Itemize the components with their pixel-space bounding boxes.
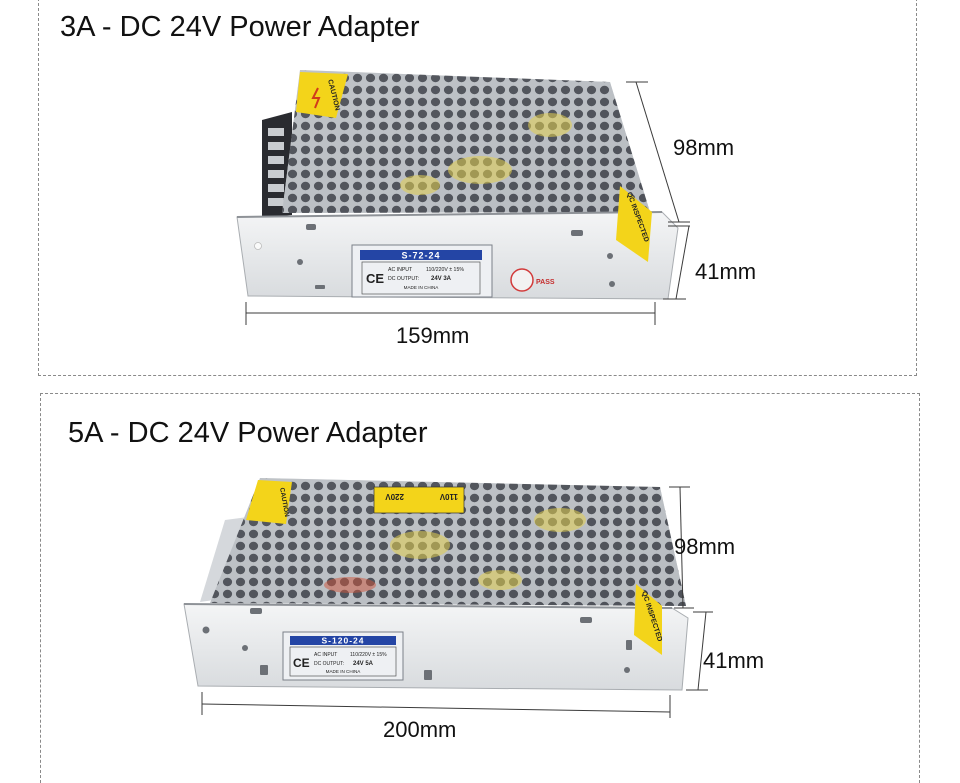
dc-output-label-3a: DC OUTPUT: <box>388 276 419 282</box>
power-adapter-5a-image <box>183 478 689 691</box>
height-dimension-3a: 98mm <box>673 135 735 160</box>
dimension-lines-3a <box>245 81 690 325</box>
ce-mark-5a: CE <box>293 656 310 670</box>
model-label-3a: S-72-24 <box>401 251 440 261</box>
voltage-switch-right-5a: 110V <box>439 492 458 501</box>
dc-output-label-5a: DC OUTPUT: <box>314 661 344 667</box>
height-dimension-5a: 98mm <box>674 534 736 559</box>
dc-output-value-3a: 24V 3A <box>431 276 452 282</box>
width-dimension-3a: 159mm <box>396 323 470 348</box>
ac-input-label-5a: AC INPUT <box>314 652 337 658</box>
ac-input-value-3a: 110/220V ± 15% <box>426 267 464 273</box>
product-title-3a: 3A - DC 24V Power Adapter <box>60 11 420 43</box>
voltage-switch-left-5a: 220V <box>385 492 404 501</box>
dc-output-value-5a: 24V 5A <box>353 661 374 667</box>
model-label-5a: S-120-24 <box>322 636 365 646</box>
depth-dimension-3a: 41mm <box>695 259 757 284</box>
product-title-5a: 5A - DC 24V Power Adapter <box>68 417 428 449</box>
made-in-label-3a: MADE IN CHINA <box>404 285 440 290</box>
dimension-lines-5a <box>201 486 713 718</box>
depth-dimension-5a: 41mm <box>703 648 765 673</box>
width-dimension-5a: 200mm <box>383 717 457 742</box>
product-panel-3a <box>38 0 917 376</box>
made-in-label-5a: MADE IN CHINA <box>326 669 362 674</box>
product-panel-5a <box>40 393 920 783</box>
ac-input-value-5a: 110/220V ± 15% <box>350 652 387 658</box>
power-adapter-3a-image <box>236 70 679 300</box>
ac-input-label-3a: AC INPUT <box>388 267 413 273</box>
pass-sticker-text-3a: PASS <box>536 279 555 286</box>
ce-mark-3a: CE <box>366 271 384 286</box>
